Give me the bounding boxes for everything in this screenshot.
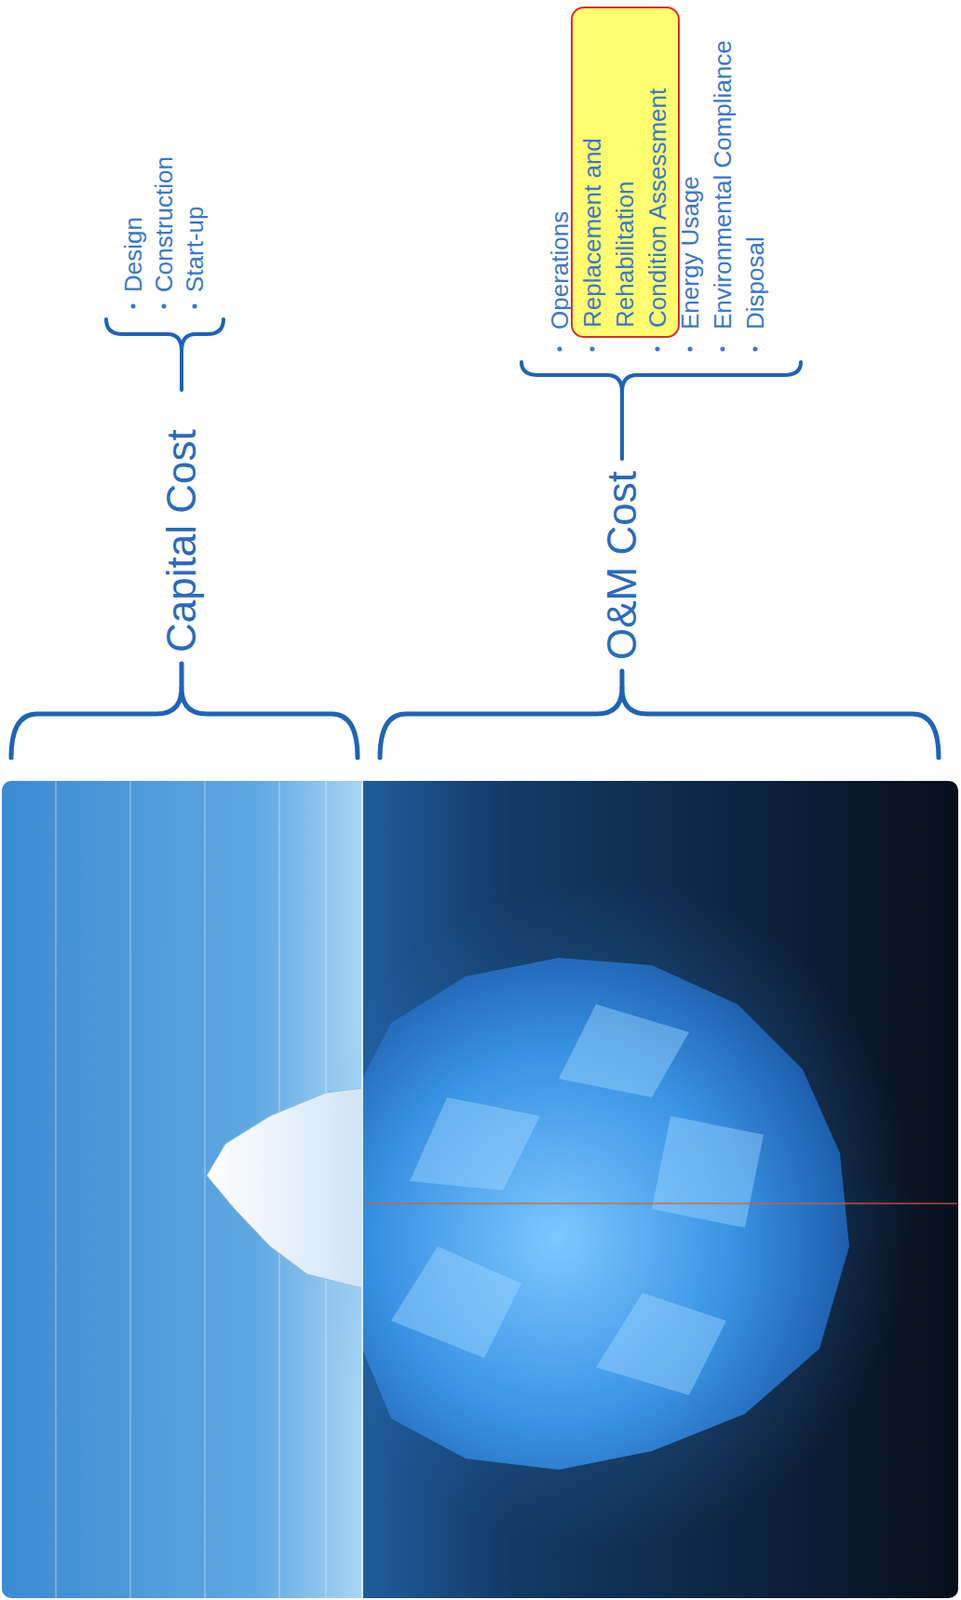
bullet — [753, 347, 758, 352]
capital-brace — [106, 319, 224, 352]
highlight-box: Replacement and RehabilitationCondition … — [570, 6, 680, 339]
om-brace-leader — [620, 392, 624, 460]
bullet — [688, 347, 693, 352]
bullet — [720, 347, 726, 352]
sky-water — [1, 781, 364, 1599]
cost-heading: O&M Cost — [597, 471, 647, 661]
red-glare — [365, 1203, 958, 1205]
ice-glow — [297, 879, 913, 1550]
capital-brace-leader — [179, 351, 184, 391]
iceberg-underwater — [362, 958, 850, 1471]
bullet — [655, 347, 661, 352]
capital-leader — [179, 663, 185, 689]
cost-item: Start-up — [178, 206, 212, 294]
cost-item: Environmental Compliance — [706, 40, 740, 330]
brackets — [11, 663, 939, 758]
bullet — [162, 304, 167, 310]
bullet — [192, 304, 198, 310]
cost-item: Design — [117, 216, 150, 293]
cost-item: Disposal — [739, 236, 772, 330]
bullet — [131, 304, 136, 310]
cost-heading: Capital Cost — [157, 429, 206, 653]
om-brace — [521, 362, 801, 393]
cost-item: Construction — [148, 156, 181, 293]
om-bracket — [379, 688, 939, 758]
capital-bracket — [11, 688, 358, 758]
iceberg-photo — [1, 781, 959, 1599]
ice-facets — [391, 1004, 764, 1396]
waterline — [361, 781, 364, 1599]
bullet — [557, 347, 563, 352]
highlighted-item: Replacement and Rehabilitation — [576, 85, 642, 328]
highlighted-item: Condition Assessment — [641, 17, 675, 328]
bullet — [590, 347, 596, 352]
braces — [106, 319, 801, 460]
iceberg-tip — [206, 1088, 363, 1289]
om-leader — [620, 671, 625, 689]
